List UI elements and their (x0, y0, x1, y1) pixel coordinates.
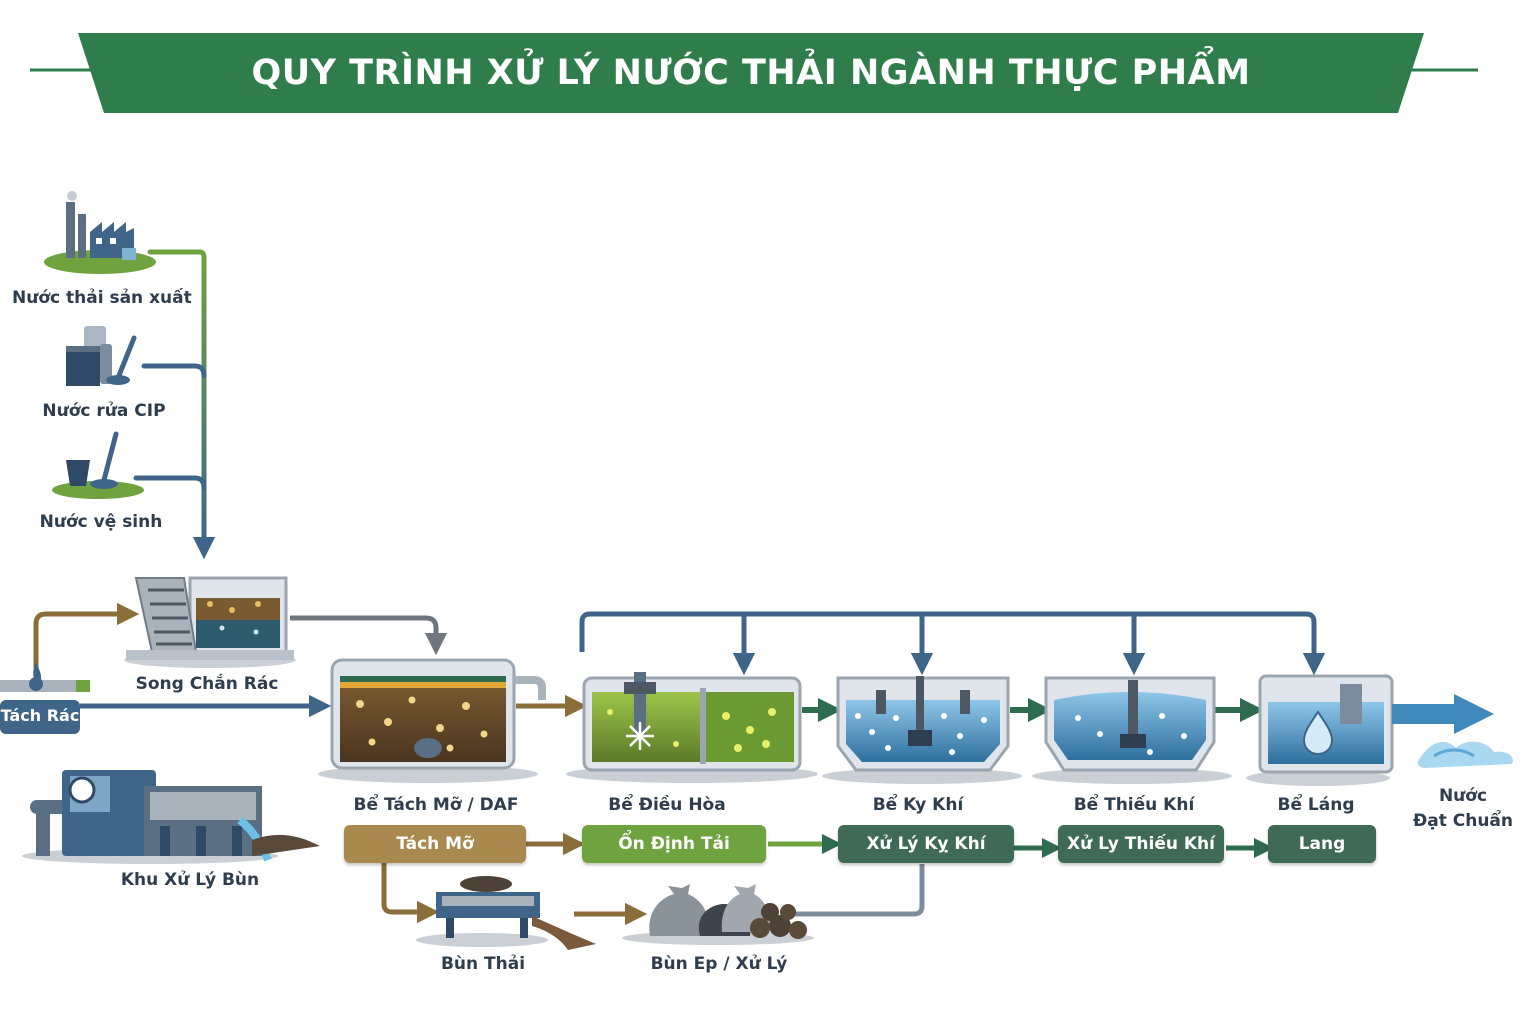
factory-icon (44, 191, 156, 274)
sludge-bags-icon (622, 884, 814, 945)
unit-label-settling: Bể Láng (1277, 795, 1355, 815)
title-banner (30, 33, 1478, 113)
settling-tank (1246, 674, 1394, 786)
step-fat-removal: Tách Mỡ (344, 825, 526, 863)
sludge-treatment-machine (22, 770, 320, 864)
unit-label-sludge-area: Khu Xử Lý Bùn (120, 870, 260, 890)
page-title: QUY TRÌNH XỬ LÝ NƯỚC THẢI NGÀNH THỰC PHẨ… (251, 53, 1251, 93)
trash-separator-pipe (0, 662, 90, 734)
unit-label-equalization: Bể Điều Hòa (608, 795, 726, 815)
step-load-stabilization: Ổn Định Tải (582, 825, 766, 863)
step-aerobic-treatment: Xử Lý Kỵ Khí (838, 825, 1014, 863)
step-settling: Lang (1268, 825, 1376, 863)
output-label: Nước Đạt Chuẩn (1412, 786, 1514, 831)
recirculation-line (579, 611, 1326, 676)
unit-label-pressed-sludge: Bùn Ep / Xử Lý (650, 954, 788, 974)
output-arrow (1392, 694, 1494, 734)
step-anoxic-treatment: Xử Ly Thiếu Khí (1058, 825, 1224, 863)
equalization-tank (566, 672, 818, 783)
source-label-cip: Nước rửa CIP (42, 401, 166, 421)
sludge-flow-arrows (381, 832, 1274, 926)
sanitation-icon (52, 431, 144, 499)
source-pipes (133, 249, 216, 560)
water-splash-icon (1417, 741, 1513, 768)
unit-label-anoxic: Bể Thiếu Khí (1073, 795, 1195, 815)
inflow-arrow (33, 602, 140, 668)
daf-tank (318, 658, 546, 783)
aerobic-tank (822, 676, 1022, 784)
anoxic-tank (1032, 676, 1232, 784)
sludge-press-icon (416, 876, 596, 950)
cip-tank-icon (66, 326, 137, 386)
unit-label-aerobic: Bể Ky Khí (872, 795, 964, 815)
unit-label-waste-sludge: Bùn Thải (440, 954, 526, 974)
source-label-production: Nước thải sản xuất (12, 288, 192, 308)
source-label-sanitation: Nước vệ sinh (39, 512, 163, 532)
screen-to-daf-arrow (290, 615, 448, 656)
bar-screen-unit (124, 576, 296, 668)
unit-label-trash-sep: Tách Rác (0, 706, 80, 725)
unit-label-screen: Song Chắn Rác (135, 674, 279, 694)
unit-label-daf: Bể Tách Mỡ / DAF (353, 795, 519, 815)
